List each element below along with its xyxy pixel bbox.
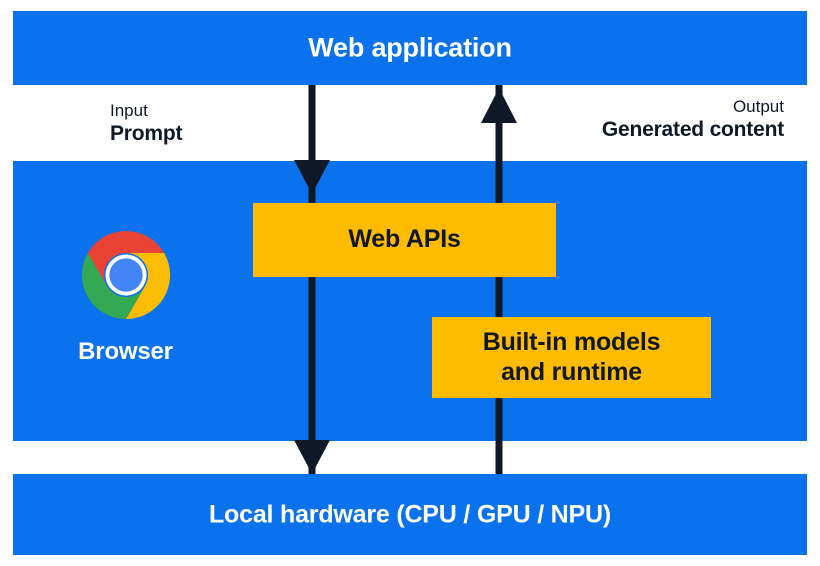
input-flow-label: Input Prompt [110,100,183,148]
builtin-models-label: Built-in models and runtime [483,328,661,387]
browser-caption: Browser [78,338,173,365]
local-hardware-label: Local hardware (CPU / GPU / NPU) [208,500,611,528]
output-kind: Output [732,97,784,116]
input-value: Prompt [110,122,183,146]
chrome-logo-icon [81,230,170,320]
output-flow-label: Output Generated content [602,96,784,144]
builtin-models-line2: and runtime [501,357,642,386]
output-value: Generated content [601,118,784,142]
web-application-label: Web application [308,32,512,63]
input-kind: Input [110,101,148,120]
web-application-band: Web application [13,11,807,85]
builtin-models-box: Built-in models and runtime [432,317,711,398]
browser-block: Browser [48,228,203,366]
web-apis-box: Web APIs [253,203,556,277]
local-hardware-band: Local hardware (CPU / GPU / NPU) [13,474,807,555]
web-apis-label: Web APIs [348,225,461,254]
builtin-models-line1: Built-in models [482,328,661,356]
